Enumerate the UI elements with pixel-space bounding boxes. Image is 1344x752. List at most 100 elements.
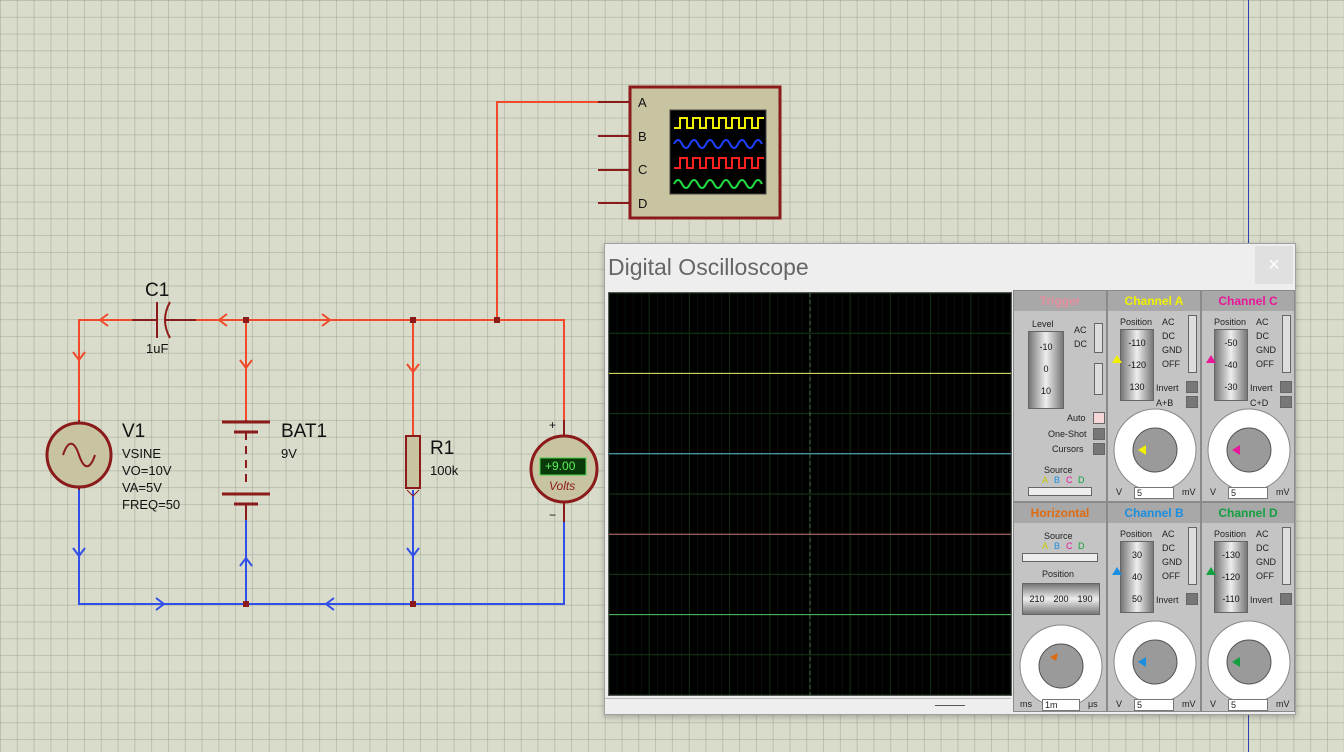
channel-c-coupling-ac[interactable]: AC (1256, 317, 1269, 327)
channel-a-coupling-switch[interactable] (1188, 315, 1197, 373)
resistor-value: 100k (430, 463, 459, 478)
channel-d-volts-input[interactable]: 5 (1228, 699, 1268, 711)
channel-b-coupling-gnd[interactable]: GND (1162, 557, 1182, 567)
channel-d-coupling-gnd[interactable]: GND (1256, 557, 1276, 567)
close-button[interactable]: × (1255, 246, 1293, 284)
channel-c-coupling-off[interactable]: OFF (1256, 359, 1274, 369)
horizontal-source-b[interactable]: B (1054, 541, 1061, 551)
positive-net[interactable] (78, 101, 598, 436)
channel-a-invert-label: Invert (1156, 383, 1179, 393)
channel-b-coupling-dc[interactable]: DC (1162, 543, 1175, 553)
horizontal-position-label: Position (1042, 569, 1075, 579)
wheel-tick: 210 (1029, 594, 1045, 604)
resistor-r1[interactable] (405, 435, 421, 497)
channel-d-coupling-dc[interactable]: DC (1256, 543, 1269, 553)
channel-c-volts-dial[interactable] (1204, 405, 1294, 495)
timebase-dial[interactable] (1016, 621, 1106, 711)
trigger-source-slider[interactable] (1028, 487, 1092, 496)
trigger-source-c[interactable]: C (1066, 475, 1073, 485)
channel-c-coupling-gnd[interactable]: GND (1256, 345, 1276, 355)
trigger-auto-button[interactable] (1093, 412, 1105, 424)
wheel-tick: 200 (1053, 594, 1069, 604)
channel-b-coupling-off[interactable]: OFF (1162, 571, 1180, 581)
channel-b-invert-button[interactable] (1186, 593, 1198, 605)
wheel-tick: -120 (1127, 360, 1146, 370)
capacitor-ref: C1 (145, 280, 170, 301)
channel-a-coupling-off[interactable]: OFF (1162, 359, 1180, 369)
channel-d-coupling-off[interactable]: OFF (1256, 571, 1274, 581)
trigger-source-d[interactable]: D (1078, 475, 1085, 485)
channel-b-coupling-ac[interactable]: AC (1162, 529, 1175, 539)
ground-net[interactable] (78, 488, 565, 605)
channel-a-aplusb-button[interactable] (1186, 396, 1198, 408)
horizontal-source-slider[interactable] (1022, 553, 1098, 562)
trigger-source-b[interactable]: B (1054, 475, 1061, 485)
sine-source-v1[interactable] (45, 420, 113, 490)
horizontal-source-d[interactable]: D (1078, 541, 1085, 551)
channel-b-coupling-switch[interactable] (1188, 527, 1197, 585)
horizontal-title: Horizontal (1014, 503, 1106, 523)
scope-pin-d: D (638, 196, 648, 211)
channel-a-coupling-dc[interactable]: DC (1162, 331, 1175, 341)
trigger-oneshot-button[interactable] (1093, 428, 1105, 440)
channel-d-unit-right: mV (1276, 699, 1290, 709)
trigger-coupling-switch[interactable] (1094, 323, 1103, 353)
channel-c-invert-button[interactable] (1280, 381, 1292, 393)
wheel-tick: -40 (1224, 360, 1238, 370)
trigger-level-wheel[interactable]: -10 0 10 (1028, 331, 1064, 409)
wheel-tick: -110 (1222, 594, 1240, 604)
battery-value: 9V (281, 446, 297, 461)
channel-c-volts-input[interactable]: 5 (1228, 487, 1268, 499)
timebase-value-input[interactable]: 1m (1042, 699, 1080, 711)
channel-b-volts-dial[interactable] (1110, 617, 1200, 707)
voltmeter-plus: + (549, 418, 557, 432)
trigger-source-a[interactable]: A (1042, 475, 1049, 485)
battery-bat1[interactable] (222, 420, 270, 520)
channel-b-invert-label: Invert (1156, 595, 1179, 605)
channel-a-unit-right: mV (1182, 487, 1196, 497)
trigger-ac[interactable]: AC (1074, 325, 1087, 335)
wheel-tick: 50 (1131, 594, 1142, 604)
channel-c-cplusd-button[interactable] (1280, 396, 1292, 408)
dc-voltmeter[interactable] (529, 420, 599, 522)
channel-c-coupling-switch[interactable] (1282, 315, 1291, 373)
channel-a-coupling-gnd[interactable]: GND (1162, 345, 1182, 355)
channel-d-position-wheel[interactable]: -130-120-110 (1214, 541, 1248, 613)
channel-b-position-label: Position (1120, 529, 1153, 539)
channel-d-title: Channel D (1202, 503, 1294, 523)
channel-b-volts-input[interactable]: 5 (1134, 699, 1174, 711)
channel-d-position-marker-icon (1206, 567, 1216, 575)
channel-a-volts-dial[interactable] (1110, 405, 1200, 495)
horizontal-position-wheel[interactable]: 210 200 190 (1022, 583, 1100, 615)
channel-a-invert-button[interactable] (1186, 381, 1198, 393)
channel-a-coupling-ac[interactable]: AC (1162, 317, 1175, 327)
scope-display[interactable] (608, 292, 1044, 696)
source-ref: V1 (122, 421, 146, 442)
channel-d-coupling-switch[interactable] (1282, 527, 1291, 585)
trigger-edge-switch[interactable] (1094, 363, 1103, 395)
channel-c-position-wheel[interactable]: -50-40-30 (1214, 329, 1248, 401)
wheel-tick: 40 (1131, 572, 1142, 582)
timebase-readout: ms 1m μs (1020, 699, 1104, 711)
trigger-dc[interactable]: DC (1074, 339, 1087, 349)
voltmeter-unit: Volts (549, 479, 576, 493)
channel-c-coupling-dc[interactable]: DC (1256, 331, 1269, 341)
scroll-thumb[interactable] (935, 705, 965, 706)
horizontal-source-a[interactable]: A (1042, 541, 1049, 551)
channel-d-coupling-ac[interactable]: AC (1256, 529, 1269, 539)
channel-a-volts-input[interactable]: 5 (1134, 487, 1174, 499)
oscilloscope-symbol[interactable] (598, 85, 782, 220)
horizontal-source-c[interactable]: C (1066, 541, 1073, 551)
channel-d-invert-button[interactable] (1280, 593, 1292, 605)
channel-d-unit-left: V (1210, 699, 1217, 709)
channel-d-volts-dial[interactable] (1204, 617, 1294, 707)
horizontal-scrollbar[interactable] (605, 698, 1011, 713)
capacitor-c1[interactable] (132, 301, 196, 339)
oscilloscope-window[interactable]: Digital Oscilloscope × Trigger Level -10… (604, 243, 1296, 715)
trigger-cursors-button[interactable] (1093, 443, 1105, 455)
